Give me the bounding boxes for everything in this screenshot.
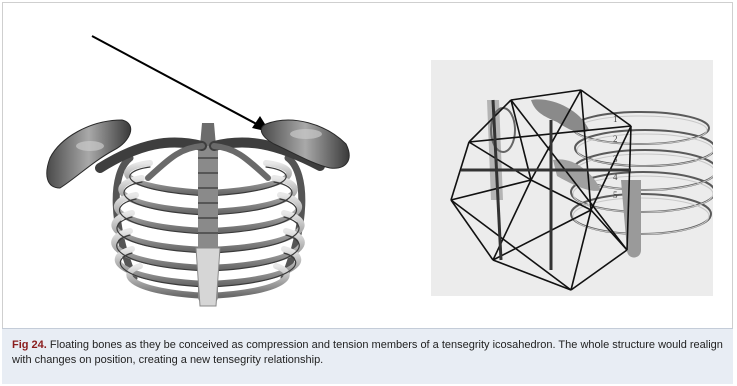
pointer-arrow — [92, 36, 270, 132]
icosahedron-struts — [451, 90, 631, 290]
caption-text: Floating bones as they be conceived as c… — [12, 339, 723, 366]
tensegrity-icosahedron-diagram: 1 2 3 4 5 — [431, 60, 713, 296]
figure-caption: Fig 24. Floating bones as they be concei… — [2, 328, 733, 384]
rib-number-4: 4 — [613, 172, 618, 182]
rib-number-2: 2 — [613, 134, 618, 144]
figure-label: Fig 24. — [12, 339, 47, 351]
ribcage-illustration — [30, 28, 370, 310]
scapulae — [47, 120, 349, 188]
rib-number-5: 5 — [613, 190, 618, 200]
